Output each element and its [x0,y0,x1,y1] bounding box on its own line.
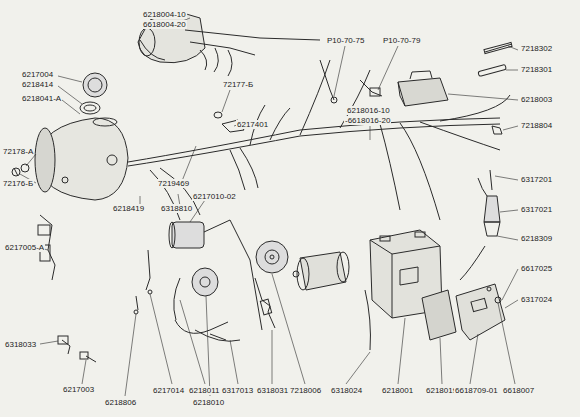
part-number: 6218041-А [21,94,62,103]
part-number: 6217004 [21,70,54,79]
part-number: 6218414 [21,80,54,89]
part-number: 6618007 [502,386,535,395]
part-number: 6217014 [152,386,185,395]
connector-wire [195,290,370,350]
part-number: 6618709-01 [454,386,499,395]
part-number: 6218419 [112,204,145,213]
part-number: 6318033 [4,340,37,349]
part-number: 6317201 [520,175,553,184]
fuse [478,42,512,134]
part-number: 6618004-20 [142,20,187,29]
part-number: 6318810 [160,204,193,213]
spark-plug [255,278,275,328]
regulator-relay [398,71,448,106]
part-number: 72176-Б [2,179,34,188]
part-number: 6218806 [104,398,137,407]
part-number: 6218016-10 [346,106,391,115]
generator [293,252,349,290]
plug-cap [460,170,500,280]
part-number: 6317021 [520,205,553,214]
horn [256,241,288,273]
number-plate-lamp [422,284,505,340]
part-number: 6218003 [520,95,553,104]
ignition-coil [169,220,262,330]
part-number: 7218301 [520,65,553,74]
part-number: 6218010 [192,398,225,407]
part-number: 7218006 [289,386,322,395]
leader-lines [20,18,518,396]
part-number: P10-70-75 [326,36,365,45]
part-number: 72177-Б [222,80,254,89]
switch-contacts [320,60,382,103]
part-number: 7218302 [520,44,553,53]
part-number: 6217005-А [4,243,45,252]
part-number: 6217010-02 [192,192,237,201]
part-number: 6218011 [188,386,221,395]
part-number: -6618016-20 [344,116,391,125]
part-number: 72178-А [2,147,34,156]
front-terminal [38,215,152,362]
part-number: 6617025 [520,264,553,273]
part-number: 6318031 [256,386,289,395]
part-number: 6218001 [381,386,414,395]
part-number: 6218004-10 [142,10,187,19]
distributor [174,268,228,340]
part-number: 6217401 [236,120,269,129]
part-number: 7219469 [157,179,190,188]
wiring-harness [128,60,510,220]
part-number: 6217003 [62,385,95,394]
part-number: 6318024 [330,386,363,395]
part-number: 7218804 [520,121,553,130]
part-number: 6317024 [520,295,553,304]
part-number: 6317013 [221,386,254,395]
part-number: P10-70-79 [382,36,421,45]
speedometer [80,73,107,114]
part-number: 6218309 [520,234,553,243]
tail-light [138,13,320,76]
